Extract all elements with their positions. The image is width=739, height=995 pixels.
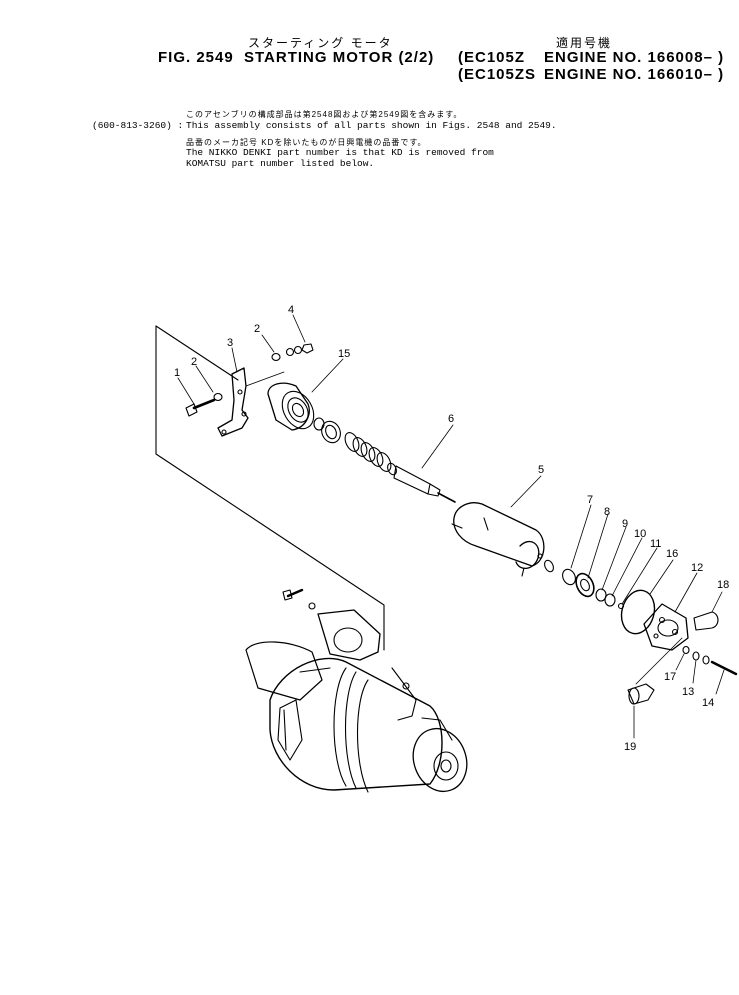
callout-labels: 1 2 3 2 4 15 6 5 7 8 9 10 11 16 12 18 17… (174, 304, 729, 753)
model-ec105zs: (EC105ZS (458, 66, 537, 83)
assembly-bracket-outline (155, 325, 385, 651)
part-1-bolt (177, 377, 216, 417)
maker-note-line1: The NIKKO DENKI part number is that KD i… (186, 147, 494, 158)
spring-and-rings (313, 417, 392, 472)
part-16-o-ring (620, 559, 674, 635)
callout-6: 6 (448, 413, 454, 425)
part-18-cap (693, 591, 723, 631)
callout-15: 15 (338, 348, 350, 360)
callout-3: 3 (227, 337, 233, 349)
callout-1: 1 (174, 367, 180, 379)
part-5-yoke (451, 475, 545, 577)
assembled-starting-motor (245, 588, 468, 793)
title-japanese: スターティング モータ (248, 36, 393, 50)
part-12-end-cover (643, 572, 698, 651)
parts-7-to-11 (537, 504, 658, 610)
part-15-housing (267, 358, 344, 431)
callout-8: 8 (604, 506, 610, 518)
callout-4: 4 (288, 304, 294, 316)
callout-14: 14 (702, 697, 714, 709)
callout-13: 13 (682, 686, 694, 698)
figure-number: FIG. 2549 (158, 49, 234, 66)
callout-10: 10 (634, 528, 646, 540)
parts-13-14-17 (675, 645, 738, 695)
assembly-note-japanese: このアセンブリの構成部品は第2548図および第2549図を含みます。 (186, 110, 463, 119)
callout-12: 12 (691, 562, 703, 574)
callout-16: 16 (666, 548, 678, 560)
assembly-part-number: (600-813-3260) : (92, 120, 184, 131)
callout-18: 18 (717, 579, 729, 591)
callout-17: 17 (664, 671, 676, 683)
callout-19: 19 (624, 741, 636, 753)
part-3-bracket (217, 347, 249, 437)
engine-range-1: ENGINE NO. 166008– ) (544, 49, 725, 66)
part-19-boot (627, 637, 683, 739)
model-ec105z: (EC105Z (458, 49, 526, 66)
figure-title: STARTING MOTOR (2/2) (244, 49, 435, 66)
maker-note-japanese: 品番のメーカ記号 KDを除いたものが日興電機の品番です。 (186, 138, 427, 147)
part-6-shaft (387, 424, 456, 503)
part-2-washer-left (195, 365, 223, 402)
callout-11: 11 (650, 538, 661, 550)
engine-range-2: ENGINE NO. 166010– ) (544, 66, 725, 83)
callout-9: 9 (622, 518, 628, 530)
part-2-4-washers-nuts (245, 314, 314, 387)
maker-note-line2: KOMATSU part number listed below. (186, 158, 375, 169)
assembly-note: This assembly consists of all parts show… (186, 120, 557, 131)
callout-5: 5 (538, 464, 544, 476)
applicability-japanese: 適用号機 (556, 36, 613, 50)
callout-2b: 2 (254, 323, 260, 335)
callout-2a: 2 (191, 356, 197, 368)
callout-7: 7 (587, 494, 593, 506)
